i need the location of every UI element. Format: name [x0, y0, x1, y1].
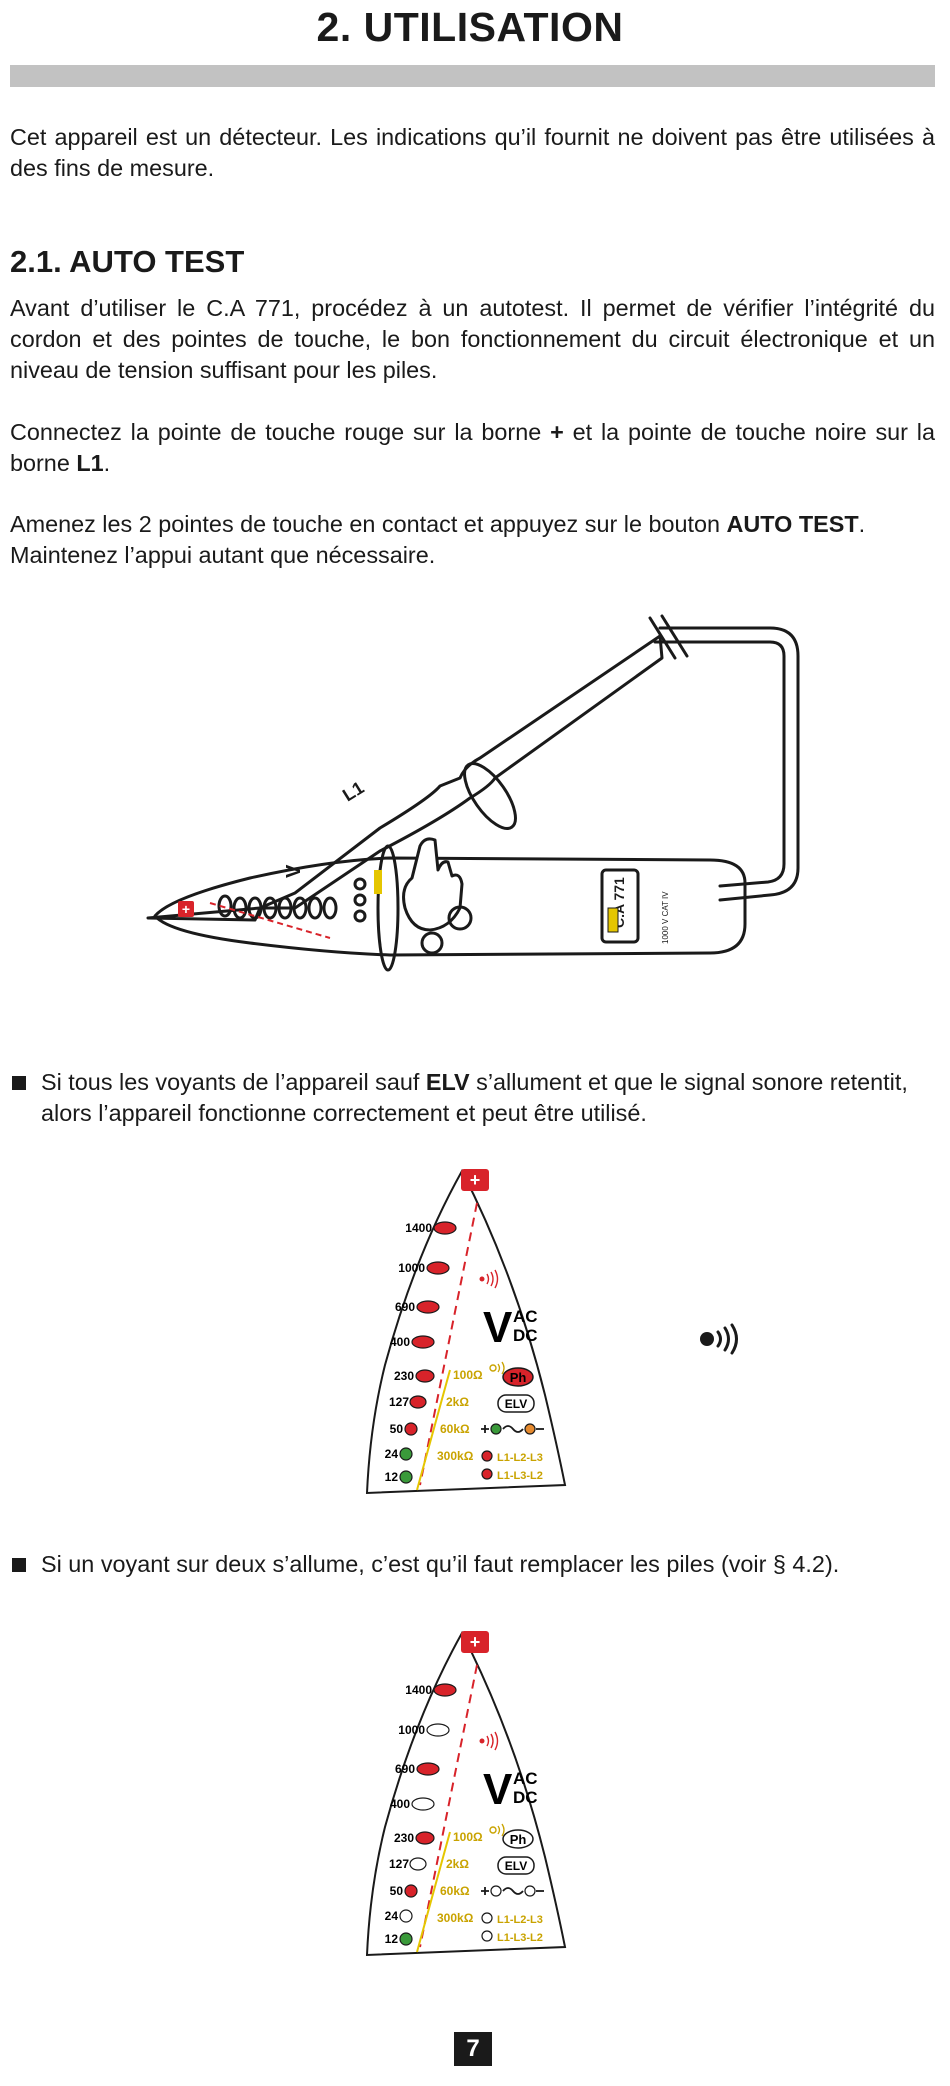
sound-signal-icon: [700, 1323, 738, 1355]
svg-text:V: V: [483, 1303, 513, 1352]
device-body: [153, 856, 747, 957]
device-plus-badge: +: [182, 901, 190, 917]
page-number: 7: [454, 2032, 492, 2066]
svg-text:60kΩ: 60kΩ: [440, 1884, 470, 1898]
svg-text:12: 12: [385, 1932, 399, 1946]
svg-text:300kΩ: 300kΩ: [437, 1449, 474, 1463]
pressing-finger: [402, 837, 464, 932]
svg-text:127: 127: [389, 1395, 409, 1409]
indicator-panel-alternating: + 1400 1000 690 400 230 127 50 24 12 V A…: [365, 1630, 567, 1957]
panel-plus-badge: +: [470, 1170, 481, 1190]
svg-text:230: 230: [394, 1831, 414, 1845]
svg-text:L1-L3-L2: L1-L3-L2: [497, 1470, 543, 1482]
svg-text:100Ω: 100Ω: [453, 1830, 483, 1844]
svg-text:60kΩ: 60kΩ: [440, 1422, 470, 1436]
svg-text:1400: 1400: [405, 1221, 432, 1235]
svg-text:1000: 1000: [398, 1261, 425, 1275]
bullet-item-1: Si tous les voyants de l’appareil sauf E…: [12, 1067, 947, 1129]
panel-plus-badge: +: [470, 1632, 481, 1652]
probe-handle: [258, 634, 664, 910]
svg-text:DC: DC: [513, 1326, 538, 1345]
svg-text:12: 12: [385, 1470, 399, 1484]
page-title: 2. UTILISATION: [316, 4, 624, 50]
bullet-square-icon: [12, 1558, 26, 1572]
svg-text:690: 690: [395, 1762, 415, 1776]
svg-text:1400: 1400: [405, 1683, 432, 1697]
svg-text:L1-L2-L3: L1-L2-L3: [497, 1914, 543, 1926]
autotest-paragraph-1: Avant d’utiliser le C.A 771, procédez à …: [10, 295, 935, 383]
svg-text:V: V: [483, 1765, 513, 1814]
section-heading: 2.1. AUTO TEST: [10, 244, 245, 279]
svg-text:24: 24: [385, 1909, 399, 1923]
bullet-square-icon: [12, 1076, 26, 1090]
svg-text:L1-L2-L3: L1-L2-L3: [497, 1452, 543, 1464]
svg-text:100Ω: 100Ω: [453, 1368, 483, 1382]
title-underline-bar: [10, 65, 935, 87]
svg-text:L1-L3-L2: L1-L3-L2: [497, 1932, 543, 1944]
svg-text:ELV: ELV: [505, 1859, 527, 1873]
svg-text:DC: DC: [513, 1788, 538, 1807]
svg-text:400: 400: [390, 1797, 410, 1811]
probe-cable: [658, 626, 800, 902]
intro-paragraph: Cet appareil est un détecteur. Les indic…: [10, 124, 935, 181]
svg-text:50: 50: [390, 1884, 404, 1898]
svg-text:127: 127: [389, 1857, 409, 1871]
device-v-marking: V: [283, 864, 305, 878]
svg-text:AC: AC: [513, 1307, 538, 1326]
svg-text:ELV: ELV: [505, 1397, 527, 1411]
svg-text:Ph: Ph: [510, 1832, 527, 1847]
svg-text:400: 400: [390, 1335, 410, 1349]
device-illustration: + V L1 C.A 771 1000 V CAT IV: [146, 614, 800, 972]
autotest-paragraph-3: Amenez les 2 pointes de touche en contac…: [10, 511, 866, 568]
svg-text:Ph: Ph: [510, 1370, 527, 1385]
svg-text:50: 50: [390, 1422, 404, 1436]
svg-text:690: 690: [395, 1300, 415, 1314]
svg-text:300kΩ: 300kΩ: [437, 1911, 474, 1925]
probe-label-l1: L1: [339, 777, 367, 805]
svg-text:24: 24: [385, 1447, 399, 1461]
svg-text:1000: 1000: [398, 1723, 425, 1737]
bullet-item-2: Si un voyant sur deux s’allume, c’est qu…: [12, 1549, 947, 1580]
autotest-paragraph-2: Connectez la pointe de touche rouge sur …: [10, 419, 936, 476]
svg-text:230: 230: [394, 1369, 414, 1383]
svg-text:AC: AC: [513, 1769, 538, 1788]
indicator-panel-all-lit: + 1400 1000 690 400 230 127 50 24 12 V A…: [365, 1168, 567, 1495]
device-rating-label: 1000 V CAT IV: [661, 891, 670, 944]
svg-text:2kΩ: 2kΩ: [446, 1395, 469, 1409]
svg-text:2kΩ: 2kΩ: [446, 1857, 469, 1871]
